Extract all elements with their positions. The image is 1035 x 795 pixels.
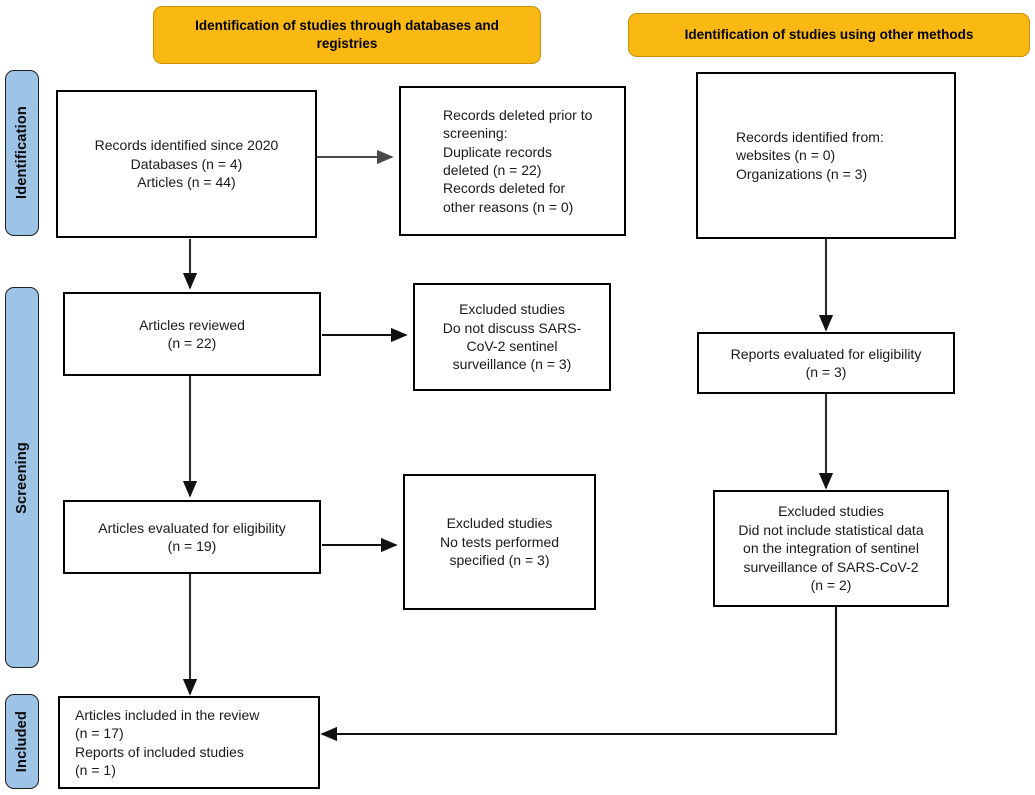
box-articles-included: Articles included in the review (n = 17)… <box>58 696 320 789</box>
banner-databases-registries: Identification of studies through databa… <box>153 6 541 64</box>
box-records-identified: Records identified since 2020 Databases … <box>56 90 317 238</box>
stage-bar-included: Included <box>5 694 39 789</box>
box-records-identified-other-text: Records identified from: websites (n = 0… <box>736 128 884 182</box>
box-excluded-no-statistical-data-text: Excluded studies Did not include statist… <box>738 503 924 594</box>
stage-bar-identification: Identification <box>5 70 39 236</box>
arrow-excluded-stats-to-included <box>320 607 838 742</box>
box-articles-evaluated: Articles evaluated for eligibility (n = … <box>63 500 321 574</box>
box-articles-reviewed: Articles reviewed (n = 22) <box>63 292 321 376</box>
stage-bar-screening-label: Screening <box>14 441 30 514</box>
box-excluded-no-statistical-data: Excluded studies Did not include statist… <box>713 490 949 607</box>
box-articles-reviewed-text: Articles reviewed (n = 22) <box>139 316 245 351</box>
box-reports-evaluated: Reports evaluated for eligibility (n = 3… <box>697 332 955 394</box>
box-records-deleted: Records deleted prior to screening: Dupl… <box>399 86 626 236</box>
stage-bar-identification-label: Identification <box>14 106 30 200</box>
box-excluded-do-not-discuss: Excluded studies Do not discuss SARS- Co… <box>413 283 611 391</box>
box-records-identified-text: Records identified since 2020 Databases … <box>94 137 279 191</box>
box-records-deleted-text: Records deleted prior to screening: Dupl… <box>443 106 593 215</box>
box-reports-evaluated-text: Reports evaluated for eligibility (n = 3… <box>730 345 922 380</box>
box-records-identified-other: Records identified from: websites (n = 0… <box>696 72 956 239</box>
stage-bar-included-label: Included <box>14 710 30 773</box>
box-articles-included-text: Articles included in the review (n = 17)… <box>75 706 260 778</box>
stage-bar-screening: Screening <box>5 287 39 668</box>
box-excluded-no-tests: Excluded studies No tests performed spec… <box>403 474 596 610</box>
banner-other-methods: Identification of studies using other me… <box>628 13 1030 57</box>
box-articles-evaluated-text: Articles evaluated for eligibility (n = … <box>98 519 286 554</box>
box-excluded-no-tests-text: Excluded studies No tests performed spec… <box>439 515 560 569</box>
box-excluded-do-not-discuss-text: Excluded studies Do not discuss SARS- Co… <box>442 301 582 373</box>
